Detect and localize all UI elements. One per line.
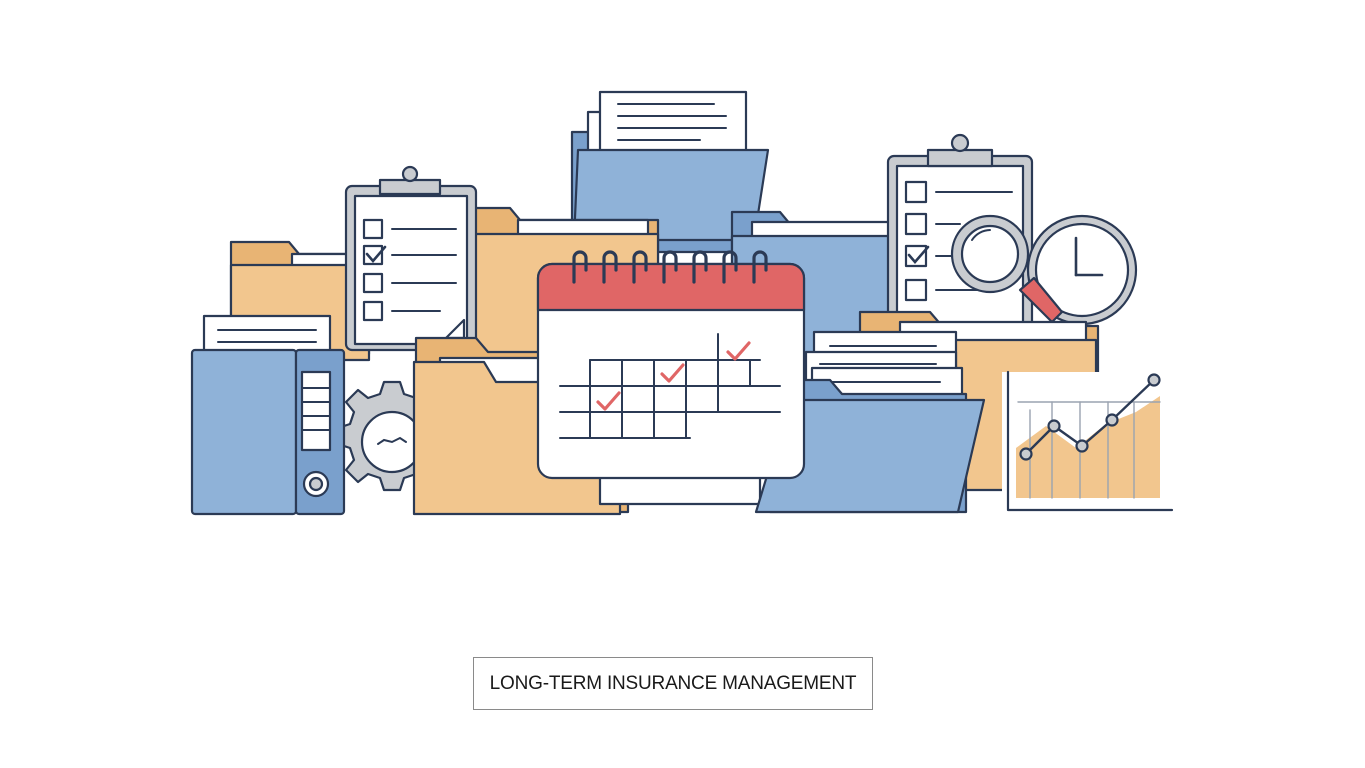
clipboard-checklist-icon <box>344 165 478 352</box>
magnifying-glass-icon <box>950 214 1064 324</box>
binder-icon <box>190 314 346 516</box>
caption-title: LONG-TERM INSURANCE MANAGEMENT <box>489 672 857 694</box>
calendar-icon <box>536 250 806 480</box>
caption-box: LONG-TERM INSURANCE MANAGEMENT <box>473 657 873 710</box>
folder-icon <box>754 330 986 514</box>
clock-icon <box>1026 214 1138 326</box>
line-chart-icon <box>1002 370 1174 512</box>
